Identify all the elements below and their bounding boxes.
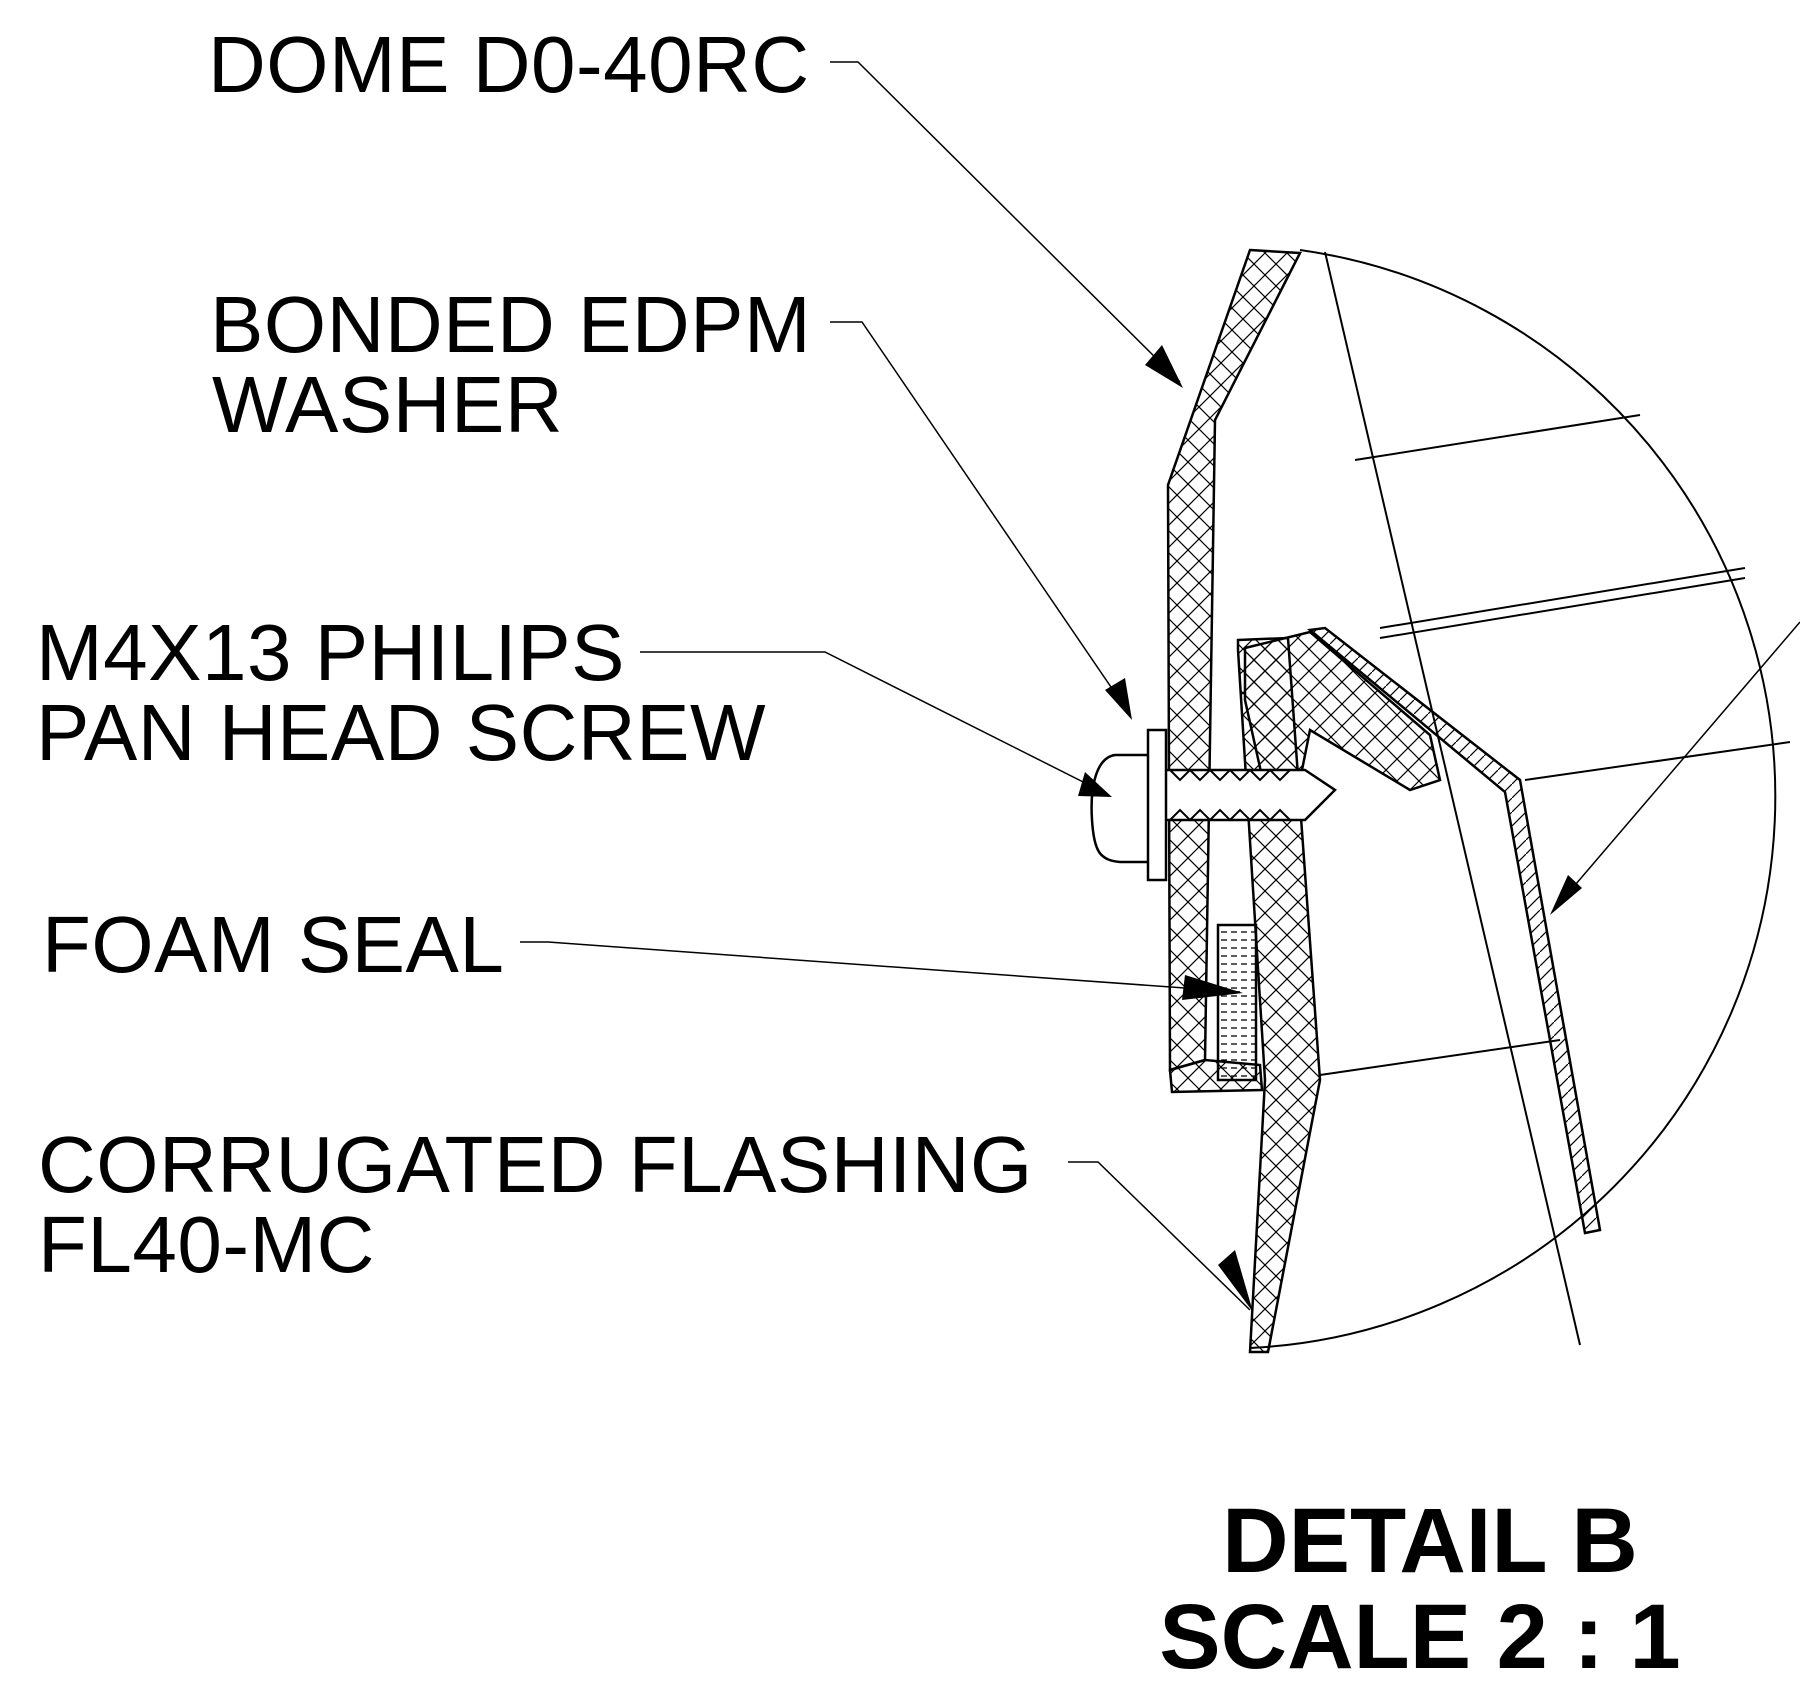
label-screw-line1: M4X13 PHILIPS <box>36 608 625 697</box>
leader-lines <box>520 61 1800 1311</box>
foam-seal <box>1216 923 1258 1082</box>
arrowhead-washer <box>1105 678 1132 720</box>
arrowhead-screw <box>1078 772 1112 797</box>
label-screw-line2: PAN HEAD SCREW <box>36 688 766 777</box>
pan-head-screw <box>1090 753 1337 864</box>
label-flashing-line2: FL40-MC <box>38 1200 375 1289</box>
arrowhead-ribs <box>1550 875 1582 915</box>
flashing-ribs <box>1319 251 1791 1346</box>
arrowhead-flashing <box>1218 1250 1253 1312</box>
label-foam: FOAM SEAL <box>42 900 504 989</box>
detail-scale: SCALE 2 : 1 <box>1159 1586 1680 1687</box>
label-washer-line2: WASHER <box>212 360 563 449</box>
detail-title: DETAIL B <box>1222 1490 1638 1592</box>
flashing-thin-leg <box>1307 626 1602 1235</box>
label-washer-line1: BONDED EDPM <box>210 280 811 369</box>
leader-arrowheads <box>1078 345 1582 1312</box>
label-dome: DOME D0-40RC <box>208 20 810 109</box>
arrowhead-dome <box>1145 345 1183 388</box>
detail-boundary-arc <box>1249 249 1777 1349</box>
flashing-flange <box>1243 630 1442 792</box>
edpm-washer <box>1146 728 1168 882</box>
label-flashing-line1: CORRUGATED FLASHING <box>38 1120 1033 1209</box>
arrowhead-foam <box>1182 975 1243 1000</box>
